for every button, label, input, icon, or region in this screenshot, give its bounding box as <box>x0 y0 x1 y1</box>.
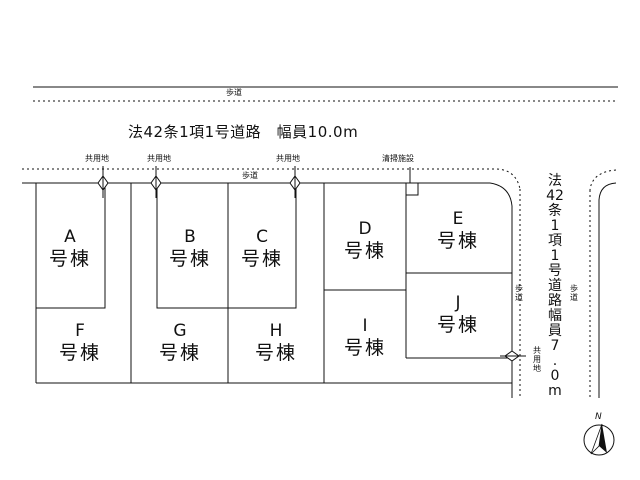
vertical-char: 1 <box>550 248 560 264</box>
north-arrow-icon <box>583 423 615 456</box>
vertical-char: 共 <box>533 346 541 355</box>
far-right-road-curve <box>598 182 617 201</box>
lot-i-suffix: 号棟 <box>343 337 386 359</box>
lot-d: D 号棟 <box>335 218 395 262</box>
lot-b-letter: B <box>184 227 196 247</box>
vertical-char: 項 <box>548 233 562 249</box>
vertical-char: 用 <box>533 355 541 364</box>
lot-h-suffix: 号棟 <box>254 342 297 364</box>
lot-f-suffix: 号棟 <box>58 342 101 364</box>
vertical-char: 歩 <box>515 284 523 293</box>
lot-c-suffix: 号棟 <box>240 248 283 270</box>
vertical-char: 地 <box>533 364 541 373</box>
cleaning-facility-box <box>405 182 419 196</box>
vertical-char: 道 <box>548 278 562 294</box>
lot-j-suffix: 号棟 <box>436 314 479 336</box>
right-sidewalk-label: 歩道 <box>514 284 524 302</box>
cleaning-facility-label: 清掃施設 <box>382 154 414 163</box>
shared-land-marker-3 <box>289 166 301 198</box>
vertical-char: 歩 <box>570 284 578 293</box>
vertical-char: m <box>548 383 562 399</box>
lot-f: F 号棟 <box>50 320 110 364</box>
vertical-char: 路 <box>548 293 562 309</box>
far-right-sidewalk-curve <box>589 169 617 191</box>
lot-f-letter: F <box>75 321 85 341</box>
lot-h-letter: H <box>269 321 283 341</box>
lot-g: G 号棟 <box>150 320 210 364</box>
vertical-char: 法 <box>548 173 562 189</box>
lot-c: C 号棟 <box>232 226 292 270</box>
lot-h: H 号棟 <box>246 320 306 364</box>
vertical-char: 号 <box>548 263 562 279</box>
lot-e-suffix: 号棟 <box>436 230 479 252</box>
lot-a-suffix: 号棟 <box>48 248 91 270</box>
vertical-char: 42 <box>546 188 564 204</box>
shared-land-label-2: 共用地 <box>147 154 171 163</box>
lot-d-letter: D <box>358 219 372 239</box>
lot-g-letter: G <box>173 321 187 341</box>
vertical-char: . <box>552 353 558 369</box>
lot-a: A 号棟 <box>40 226 100 270</box>
lot-d-suffix: 号棟 <box>343 240 386 262</box>
lot-g-suffix: 号棟 <box>158 342 201 364</box>
corner-sidewalk-curve <box>496 168 521 190</box>
vertical-char: 0 <box>550 368 560 384</box>
lot-j-letter: J <box>455 293 461 313</box>
vertical-char: 道 <box>570 293 578 302</box>
top-sidewalk-label: 歩道 <box>226 88 242 97</box>
vertical-char: 条 <box>548 203 562 219</box>
north-arrow-label: N <box>595 412 602 422</box>
vertical-char: 道 <box>515 293 523 302</box>
lot-e: E 号棟 <box>428 208 488 252</box>
lot-b: B 号棟 <box>160 226 220 270</box>
vertical-char: 7 <box>550 338 560 354</box>
site-sidewalk-label: 歩道 <box>242 171 258 180</box>
far-right-sidewalk-label: 歩道 <box>569 284 579 302</box>
lot-i-letter: I <box>362 316 368 336</box>
vertical-char: 1 <box>550 218 560 234</box>
shared-land-marker-4 <box>500 350 526 362</box>
lot-j: J 号棟 <box>428 292 488 336</box>
lot-e-letter: E <box>452 209 464 229</box>
shared-land-label-4: 共用地 <box>531 346 543 373</box>
shared-land-label-1: 共用地 <box>85 154 109 163</box>
shared-land-marker-2 <box>150 166 162 198</box>
main-road-label: 法42条1項1号道路 幅員10.0m <box>128 123 359 141</box>
lot-a-letter: A <box>64 227 76 247</box>
shared-land-marker-1 <box>97 166 109 198</box>
vertical-char: 幅 <box>548 308 562 324</box>
site-corner-curve <box>489 182 513 207</box>
lot-b-suffix: 号棟 <box>168 248 211 270</box>
lot-c-letter: C <box>256 227 268 247</box>
vertical-char: 員 <box>548 323 562 339</box>
lot-boundaries <box>35 183 512 384</box>
lot-i: I 号棟 <box>335 315 395 359</box>
shared-land-label-3: 共用地 <box>276 154 300 163</box>
